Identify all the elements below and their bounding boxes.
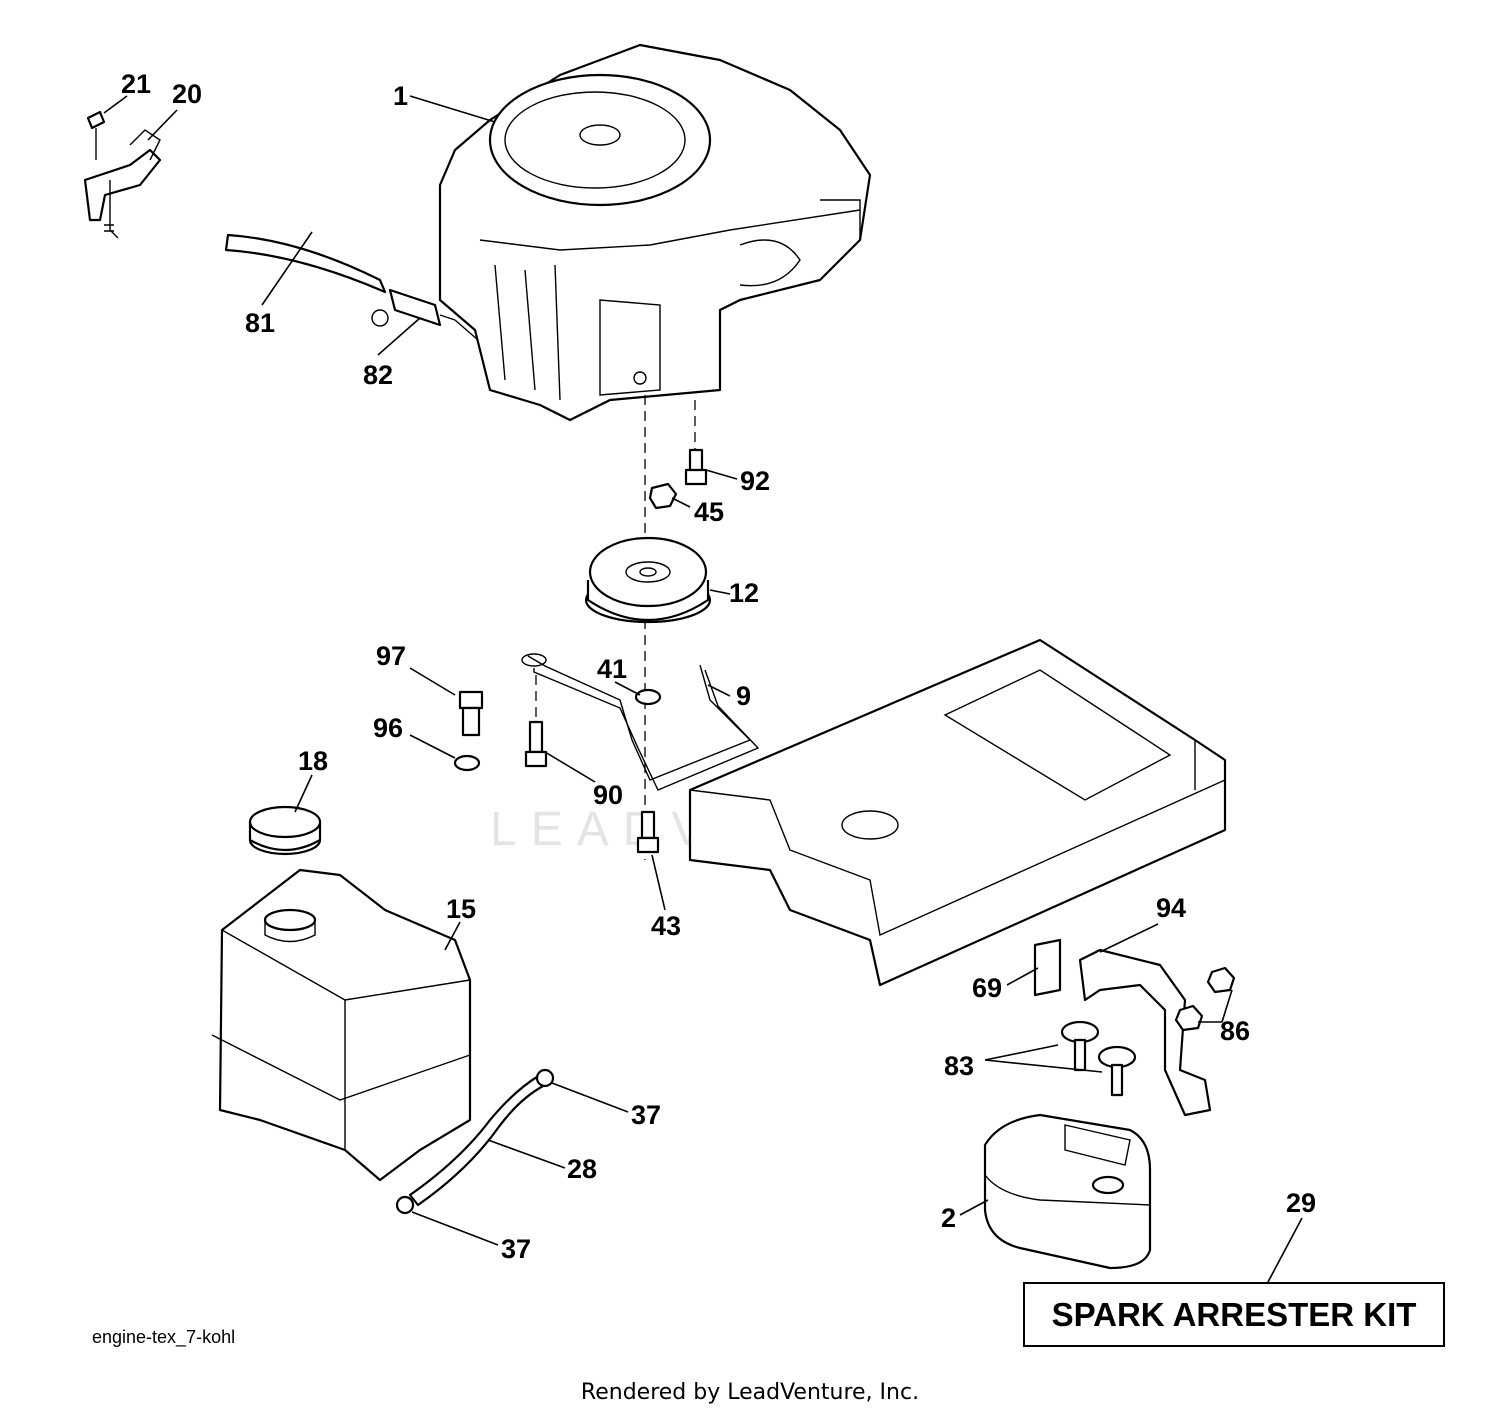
- callout-37-upper: 37: [631, 1100, 661, 1130]
- muffler-2: [983, 1113, 1152, 1270]
- callout-69: 69: [972, 973, 1002, 1003]
- callout-28: 28: [567, 1154, 597, 1184]
- fuel-line-and-filter: [224, 233, 479, 341]
- callout-29: 29: [1286, 1188, 1316, 1218]
- callout-18: 18: [298, 746, 328, 776]
- callout-37-lower: 37: [501, 1234, 531, 1264]
- fuel-tank-15: [211, 868, 472, 1182]
- callouts: 1 20 21 81 82 92 45 12 97 41 9 96 90 18 …: [121, 69, 1316, 1264]
- leader-lines: [103, 95, 1303, 1283]
- callout-92: 92: [740, 466, 770, 496]
- callout-15: 15: [446, 894, 476, 924]
- nut-45: [648, 482, 678, 510]
- callout-21: 21: [121, 69, 151, 99]
- callout-97: 97: [376, 641, 406, 671]
- spark-arrester-kit-box: SPARK ARRESTER KIT: [1023, 1282, 1445, 1347]
- bolt-43: [636, 810, 660, 854]
- callout-94: 94: [1156, 893, 1186, 923]
- diagram-id: engine-tex_7-kohl: [92, 1327, 236, 1347]
- callout-82: 82: [363, 360, 393, 390]
- engine: [438, 43, 872, 422]
- callout-1: 1: [393, 81, 408, 111]
- bolt-92: [684, 448, 708, 486]
- callout-90: 90: [593, 780, 623, 810]
- bolt-97: [458, 690, 484, 737]
- footer-credit: Rendered by LeadVenture, Inc.: [580, 1380, 920, 1405]
- callout-83: 83: [944, 1051, 974, 1081]
- callout-45: 45: [694, 497, 724, 527]
- fuel-line-28: [395, 1068, 555, 1215]
- throttle-control: [83, 110, 162, 239]
- bracket-9: [521, 653, 760, 791]
- exhaust-pipe-94: [1033, 938, 1236, 1117]
- callout-12: 12: [729, 578, 759, 608]
- callout-81: 81: [245, 308, 275, 338]
- pulley-12: [584, 536, 712, 624]
- callout-41: 41: [597, 654, 627, 684]
- callout-96: 96: [373, 713, 403, 743]
- washer-96: [453, 754, 481, 772]
- callout-9: 9: [736, 681, 751, 711]
- callout-20: 20: [172, 79, 202, 109]
- callout-2: 2: [941, 1203, 956, 1233]
- bolt-90: [524, 720, 548, 768]
- washer-41: [634, 688, 662, 706]
- fuel-cap-18: [248, 805, 322, 856]
- callout-86: 86: [1220, 1016, 1250, 1046]
- frame-plate: [688, 638, 1227, 987]
- bolts-83: [1060, 1020, 1137, 1097]
- callout-43: 43: [651, 911, 681, 941]
